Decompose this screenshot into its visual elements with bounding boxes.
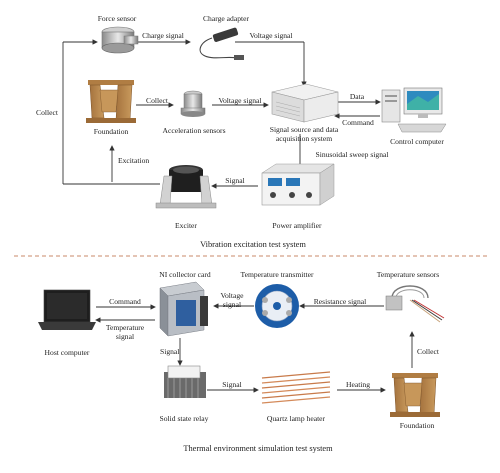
temp-sensors-label: Temperature sensors [376, 270, 440, 279]
collect-mid-label: Collect [146, 96, 168, 105]
charge-signal-label: Charge signal [142, 31, 184, 40]
quartz-lamp-heater-icon [261, 371, 331, 404]
signal-source-label-2: acquisition system [275, 134, 333, 143]
excitation-label: Excitation [118, 156, 150, 165]
voltage-signal-bottom-label-1: Voltage [220, 291, 244, 300]
signal-right-label: Signal [222, 380, 242, 389]
charge-adapter-label: Charge adapter [202, 14, 250, 23]
ni-card-label: NI collector card [159, 270, 211, 279]
bottom-section-caption: Thermal environment simulation test syst… [183, 444, 333, 453]
foundation-bottom-icon [390, 373, 440, 417]
power-amplifier-icon [261, 163, 335, 206]
force-sensor-icon [101, 26, 139, 54]
sinusoidal-sweep-label: Sinusoidal sweep signal [315, 150, 389, 159]
command-bottom-label: Command [109, 297, 141, 306]
exciter-label: Exciter [175, 221, 197, 230]
signal-top-label: Signal [225, 176, 245, 185]
temperature-signal-label-2: signal [115, 332, 135, 341]
foundation-top-icon [86, 80, 136, 123]
foundation-top-label: Foundation [93, 127, 129, 136]
collect-bottom-label: Collect [417, 347, 439, 356]
command-top-label: Command [342, 118, 374, 127]
acceleration-sensor-icon [180, 90, 206, 117]
ni-collector-card-icon [159, 281, 208, 337]
ssr-label: Solid state relay [159, 414, 209, 423]
top-section-caption: Vibration excitation test system [200, 240, 306, 249]
exciter-icon [155, 165, 217, 209]
data-label: Data [349, 92, 365, 101]
solid-state-relay-icon [164, 365, 206, 398]
host-computer-icon [38, 289, 96, 330]
host-computer-label: Host computer [44, 348, 90, 357]
power-amplifier-label: Power amplifier [272, 221, 322, 230]
temp-transmitter-label: Temperature transmitter [240, 270, 314, 279]
voltage-signal-mid-label: Voltage signal [218, 96, 262, 105]
force-sensor-label: Force sensor [97, 14, 137, 23]
bottom-arrows [95, 303, 415, 393]
heating-label: Heating [345, 380, 371, 389]
temperature-signal-label-1: Temperature [105, 323, 145, 332]
collect-left-label: Collect [36, 108, 58, 117]
foundation-bottom-label: Foundation [399, 421, 435, 430]
signal-source-label-1: Signal source and data [269, 125, 339, 134]
quartz-heater-label: Quartz lamp heater [266, 414, 326, 423]
resistance-signal-label: Resistance signal [313, 297, 367, 306]
voltage-signal-top-label: Voltage signal [249, 31, 293, 40]
acceleration-sensors-label: Acceleration sensors [162, 126, 226, 135]
signal-down-label: Signal [160, 347, 180, 356]
signal-source-icon [271, 83, 339, 123]
charge-adapter-icon [199, 27, 244, 60]
control-computer-icon [381, 87, 447, 133]
temperature-transmitter-icon [255, 284, 299, 328]
control-computer-label: Control computer [390, 137, 444, 146]
top-arrows [62, 39, 381, 189]
temperature-sensor-icon [385, 285, 445, 323]
voltage-signal-bottom-label-2: signal [222, 300, 242, 309]
